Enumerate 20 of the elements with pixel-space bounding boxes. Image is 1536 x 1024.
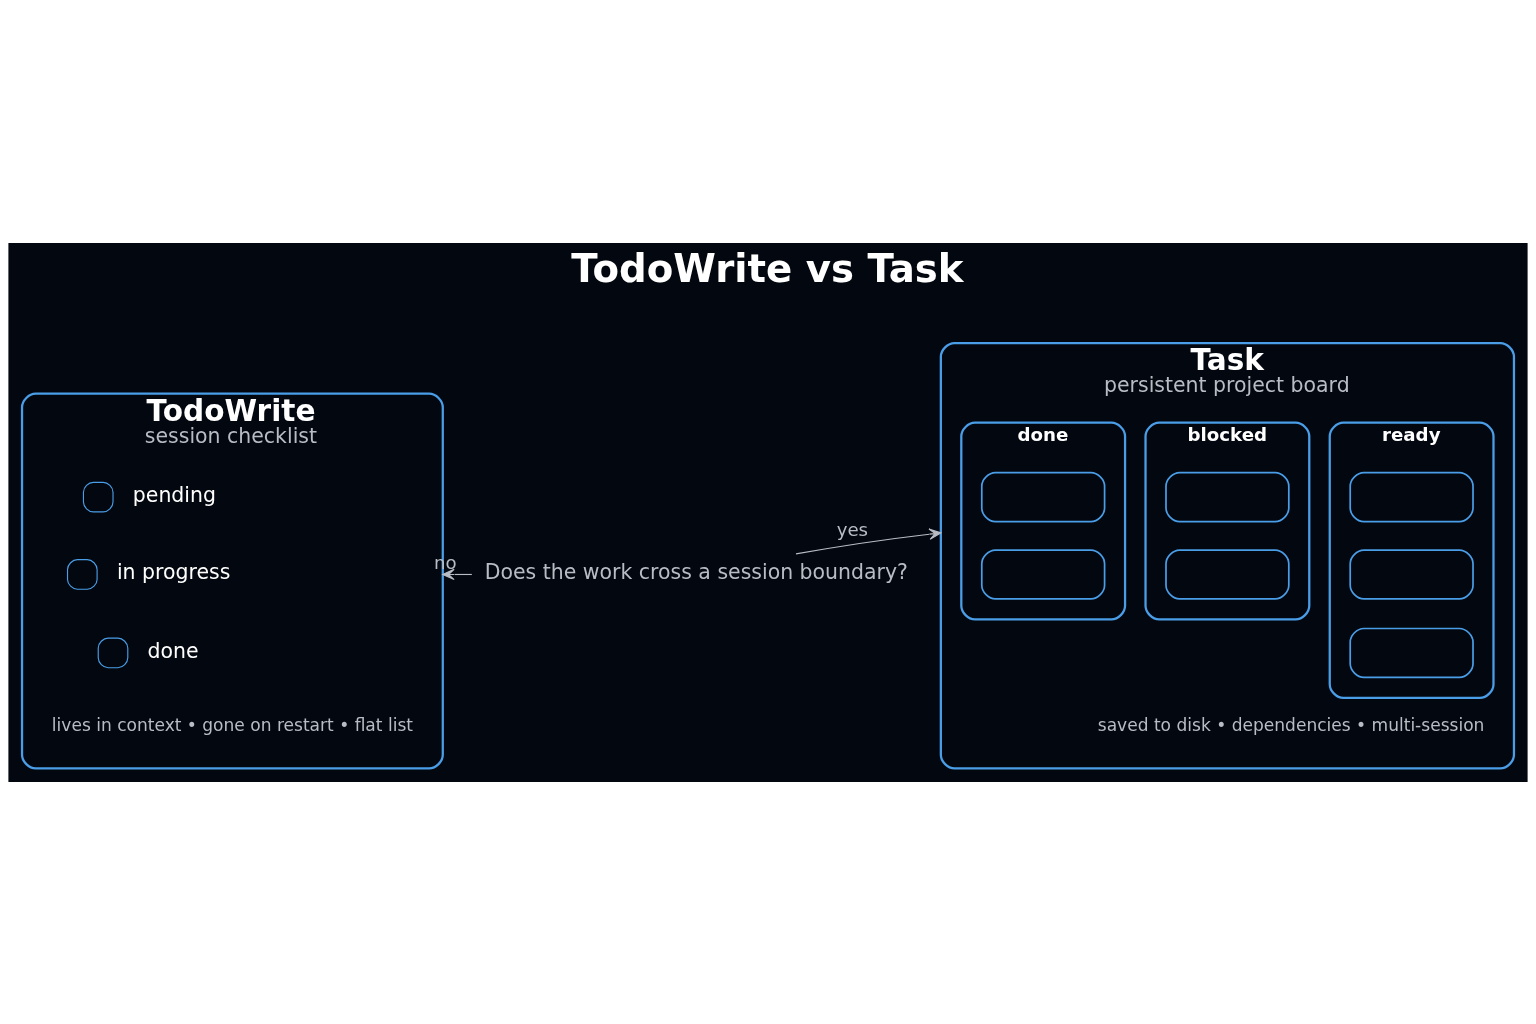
node-label: done (147, 638, 199, 663)
node-text: Does the work cross a session boundary? (484, 559, 908, 584)
cluster: ready (1328, 421, 1495, 699)
edge-label: yes (836, 518, 869, 540)
node-box (980, 471, 1106, 522)
arrow (795, 528, 942, 554)
node-box (1349, 548, 1474, 600)
node-box (82, 481, 114, 512)
node-box (1349, 471, 1474, 522)
node-box (1165, 548, 1290, 600)
node-label: in progress (116, 559, 231, 584)
diagram-title: TodoWrite vs Task (571, 245, 964, 291)
node-box (97, 637, 129, 668)
cluster: blocked (1144, 421, 1311, 621)
node-label: pending (132, 482, 216, 507)
cluster: done (960, 421, 1127, 621)
node-box (1165, 471, 1290, 522)
node-box (1349, 627, 1474, 678)
node-box (66, 558, 98, 590)
node-box (980, 548, 1106, 600)
